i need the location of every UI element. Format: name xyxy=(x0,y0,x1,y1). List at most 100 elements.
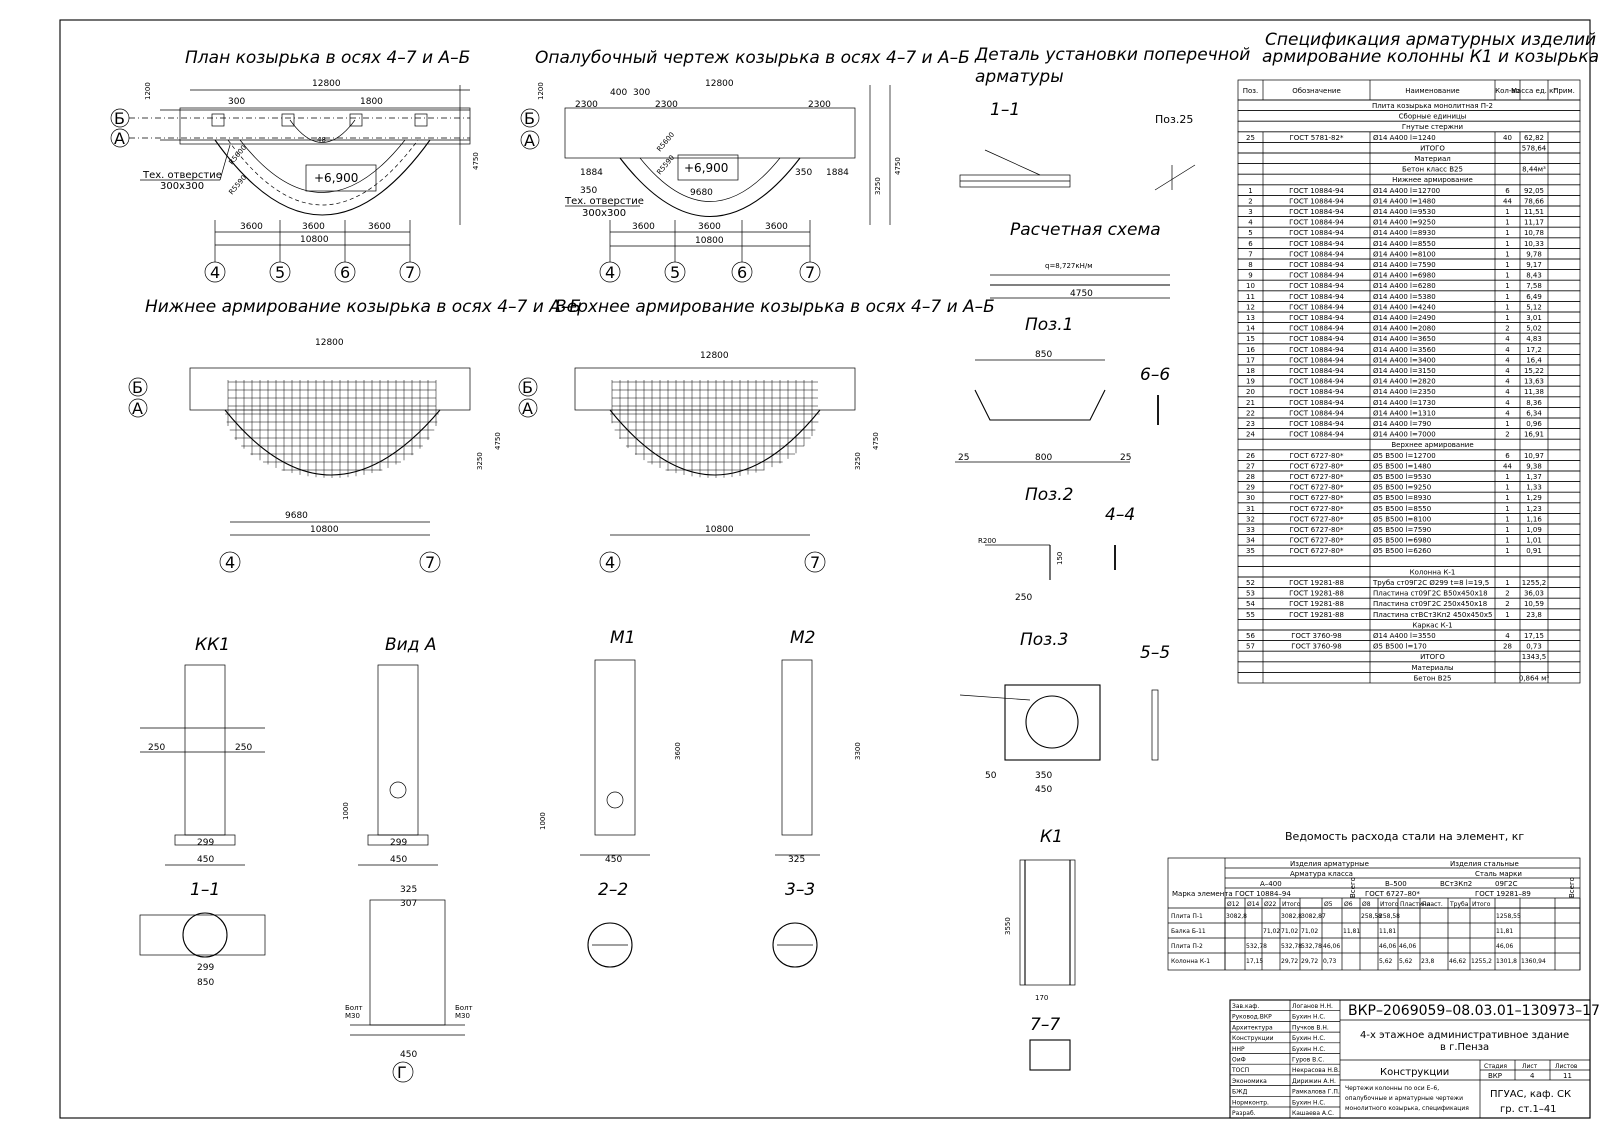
lower-axis-a: А xyxy=(128,398,148,418)
base-bolt-b: Болт xyxy=(455,1004,473,1012)
spec-cell: 36,03 xyxy=(1524,590,1544,598)
spec-cell: 44 xyxy=(1503,462,1512,470)
section-66-title: 6–6 xyxy=(1140,365,1170,385)
spec-cell: Ø14 А400 l=8100 xyxy=(1373,250,1436,258)
base-dim-325: 325 xyxy=(400,885,417,895)
spec-cell: 8 xyxy=(1248,261,1252,269)
spec-cell: Ø5 В500 l=7590 xyxy=(1373,526,1431,534)
spec-cell: 4 xyxy=(1248,219,1253,227)
poz2-r200: R200 xyxy=(978,537,996,545)
steel-cell: 46,06 xyxy=(1379,943,1396,950)
spec-cell: 9 xyxy=(1248,272,1252,280)
spec-header-cell: Масса ед. кг xyxy=(1511,87,1557,95)
spec-cell: Пластина ст09Г2С В50х450х18 xyxy=(1373,590,1488,598)
steel-cell: 5,62 xyxy=(1399,958,1413,965)
poz1-dim-850: 850 xyxy=(1035,350,1052,360)
spec-cell: 3,01 xyxy=(1526,314,1542,322)
plan-axis-b: Б xyxy=(110,108,470,128)
plan-dim-3600-c: 3600 xyxy=(368,222,391,232)
steel-cell: 29,72 xyxy=(1301,958,1318,965)
formwork-dim-1884-a: 1884 xyxy=(580,168,603,178)
spec-cell: 54 xyxy=(1246,600,1255,608)
spec-cell: Ø14 А400 l=8930 xyxy=(1373,229,1436,237)
spec-cell: Бетон класс В25 xyxy=(1402,166,1463,174)
spec-cell: Ø5 В500 l=6980 xyxy=(1373,537,1431,545)
spec-cell: 16 xyxy=(1246,346,1255,354)
spec-cell: ГОСТ 19281-88 xyxy=(1289,579,1344,587)
spec-cell: 6,49 xyxy=(1526,293,1542,301)
spec-cell: 15 xyxy=(1246,335,1255,343)
steel-cell: 23,8 xyxy=(1421,958,1435,965)
plan-axis-a: А xyxy=(110,128,470,148)
svg-text:А: А xyxy=(114,129,125,148)
steel-title: Ведомость расхода стали на элемент, кг xyxy=(1285,830,1524,843)
spec-cell: ГОСТ 10884-94 xyxy=(1289,378,1344,386)
svg-text:7: 7 xyxy=(805,263,815,282)
spec-cell: ГОСТ 10884-94 xyxy=(1289,187,1344,195)
svg-text:Б: Б xyxy=(132,378,143,397)
stamp-sheet-header: Лист xyxy=(1522,1063,1538,1070)
spec-cell: 16,4 xyxy=(1526,356,1542,364)
stamp-role: Конструкции xyxy=(1232,1035,1274,1042)
spec-cell: 4 xyxy=(1505,388,1510,396)
poz3-title: Поз.3 xyxy=(1020,630,1068,650)
formwork-dim-12800: 12800 xyxy=(705,79,734,89)
stamp-sheets: 11 xyxy=(1563,1072,1572,1080)
spec-cell: ГОСТ 10884-94 xyxy=(1289,367,1344,375)
spec-cell: 27 xyxy=(1246,462,1255,470)
steel-row-label: Балка Б-11 xyxy=(1171,928,1206,935)
formwork-dim-2300-c: 2300 xyxy=(808,100,831,110)
spec-cell: 1 xyxy=(1505,611,1509,619)
upper-axis-7: 7 xyxy=(804,551,826,573)
spec-cell: 7 xyxy=(1248,250,1252,258)
spec-cell: 1 xyxy=(1505,250,1509,258)
spec-cell: 1343,5 xyxy=(1522,653,1547,661)
steel-g2: ГОСТ 6727–80* xyxy=(1365,890,1420,898)
steel-cell: 46,06 xyxy=(1496,943,1513,950)
formwork-dim-9680: 9680 xyxy=(690,188,713,198)
steel-row-label: Плита П-2 xyxy=(1171,943,1203,950)
spec-cell: 9,38 xyxy=(1526,462,1542,470)
lower-dim-10800: 10800 xyxy=(310,525,339,535)
m1-dim-3600: 3600 xyxy=(674,742,682,760)
formwork-axis-a: А xyxy=(520,130,540,150)
base-bolt-b2: М30 xyxy=(455,1012,470,1020)
stamp-role: Экономика xyxy=(1232,1078,1267,1085)
stamp-name: Пучков В.Н. xyxy=(1292,1024,1329,1031)
spec-cell: 62,82 xyxy=(1524,134,1544,142)
k1-dim-3550: 3550 xyxy=(1004,917,1012,935)
steel-cell: 71,02 xyxy=(1281,928,1298,935)
spec-cell: 13,63 xyxy=(1524,378,1544,386)
stamp-name: Дирижин А.Н. xyxy=(1292,1078,1336,1085)
steel-cell: 11,81 xyxy=(1496,928,1513,935)
spec-cell: 8,43 xyxy=(1526,272,1542,280)
spec-row xyxy=(1237,661,1581,673)
spec-cell: 4 xyxy=(1505,356,1510,364)
formwork-r5590: R5590 xyxy=(655,154,676,177)
spec-cell: 578,64 xyxy=(1522,144,1547,152)
spec-cell: 32 xyxy=(1246,515,1255,523)
spec-cell: ГОСТ 10884-94 xyxy=(1289,409,1344,417)
stamp-name: Бухин Н.С. xyxy=(1292,1099,1326,1106)
spec-cell: 1 xyxy=(1505,526,1509,534)
section-11b-dim-299: 299 xyxy=(197,963,214,973)
spec-cell: 25 xyxy=(1246,134,1255,142)
spec-cell: 2 xyxy=(1505,431,1509,439)
steel-subheader: Ø14 xyxy=(1247,901,1260,908)
spec-section-label: Сборные единицы xyxy=(1399,113,1467,121)
svg-text:А: А xyxy=(524,131,535,150)
formwork-tex-size: 300х300 xyxy=(582,208,626,219)
stamp-name: Рамкалова Г.П. xyxy=(1292,1089,1340,1096)
spec-cell: Ø14 А400 l=9250 xyxy=(1373,219,1436,227)
svg-text:7: 7 xyxy=(425,553,435,572)
spec-cell: ГОСТ 6727-80* xyxy=(1290,462,1344,470)
vida-dim-299: 299 xyxy=(390,838,407,848)
stamp-role: Руковод.ВКР xyxy=(1232,1014,1272,1021)
steel-subheader: Пласт. xyxy=(1422,901,1443,908)
spec-cell: 6 xyxy=(1505,452,1510,460)
section-77-title: 7–7 xyxy=(1030,1015,1060,1035)
section-11b-drawing: 299 850 xyxy=(139,912,266,988)
spec-cell: 1,23 xyxy=(1526,505,1542,513)
lower-dim-4750: 4750 xyxy=(494,432,502,450)
stamp-sheets-header: Листов xyxy=(1555,1063,1578,1070)
